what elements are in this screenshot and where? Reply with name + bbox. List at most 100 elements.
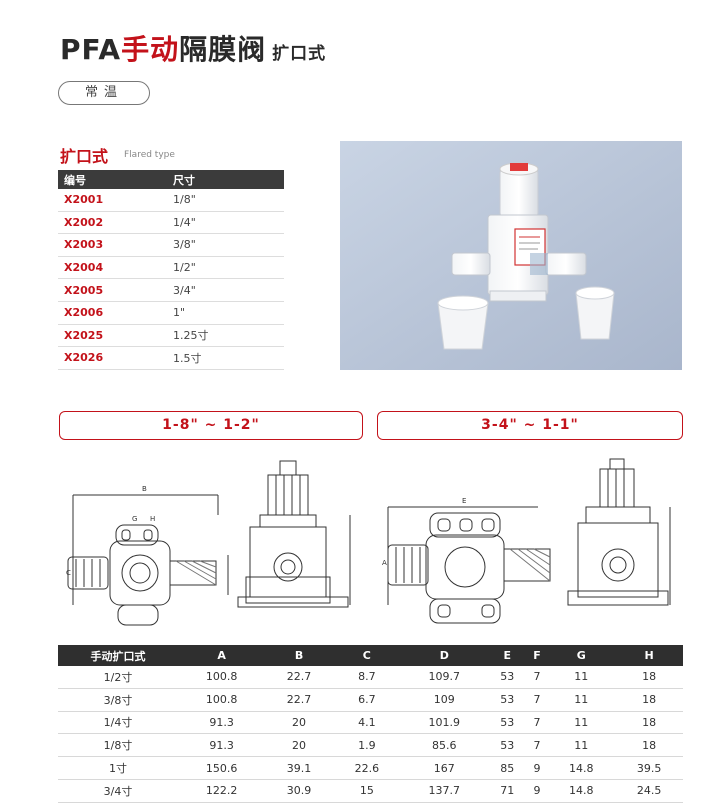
product-size: 1/8" bbox=[167, 189, 284, 212]
product-code: X2006 bbox=[58, 301, 167, 325]
table-cell: 100.8 bbox=[178, 688, 266, 712]
table-cell: 101.9 bbox=[400, 711, 488, 735]
product-size: 1.5寸 bbox=[167, 346, 284, 370]
product-code: X2002 bbox=[58, 211, 167, 235]
table-cell: 9 bbox=[526, 779, 548, 803]
product-size: 3/4" bbox=[167, 278, 284, 302]
technical-drawing-small: B G H C bbox=[66, 460, 351, 626]
column-header: G bbox=[547, 645, 616, 666]
table-cell: 1/2寸 bbox=[58, 666, 178, 689]
column-header: A bbox=[178, 645, 266, 666]
table-cell: 1.9 bbox=[332, 733, 401, 758]
section-heading-flared: 扩口式 bbox=[60, 147, 109, 166]
table-cell: 11 bbox=[547, 711, 616, 735]
table-cell: 11 bbox=[547, 666, 616, 689]
table-cell: 71 bbox=[487, 779, 527, 803]
table-cell: 100.8 bbox=[178, 666, 266, 689]
dim-label-a: A bbox=[382, 559, 387, 567]
column-header: E bbox=[487, 645, 527, 666]
table-cell: 39.1 bbox=[265, 756, 333, 780]
table-cell: 22.6 bbox=[332, 756, 401, 780]
table-cell: 109.7 bbox=[400, 666, 488, 689]
product-photo bbox=[340, 141, 682, 370]
column-header: 手动扩口式 bbox=[58, 645, 178, 666]
table-cell: 53 bbox=[487, 733, 527, 758]
title-pfa: PFA bbox=[60, 33, 122, 66]
table-cell: 85.6 bbox=[400, 733, 488, 758]
table-cell: 91.3 bbox=[178, 711, 266, 735]
table-cell: 167 bbox=[400, 756, 488, 780]
table-cell: 18 bbox=[615, 666, 683, 689]
table-cell: 85 bbox=[487, 756, 527, 780]
table-cell: 7 bbox=[526, 688, 548, 712]
product-code: X2026 bbox=[58, 346, 167, 370]
product-code: X2003 bbox=[58, 233, 167, 257]
product-size: 1" bbox=[167, 301, 284, 325]
table-cell: 15 bbox=[332, 779, 401, 803]
table-cell: 1/4寸 bbox=[58, 711, 178, 735]
table-cell: 7 bbox=[526, 711, 548, 735]
table-cell: 14.8 bbox=[547, 779, 616, 803]
table-cell: 20 bbox=[265, 733, 333, 758]
product-size: 1/2" bbox=[167, 256, 284, 280]
column-header-code: 编号 bbox=[58, 170, 167, 189]
table-cell: 150.6 bbox=[178, 756, 266, 780]
valve-photo-illustration bbox=[340, 141, 682, 370]
table-cell: 122.2 bbox=[178, 779, 266, 803]
table-cell: 9 bbox=[526, 756, 548, 780]
table-cell: 30.9 bbox=[265, 779, 333, 803]
dim-label-e: E bbox=[462, 497, 466, 505]
table-cell: 137.7 bbox=[400, 779, 488, 803]
column-header: H bbox=[615, 645, 683, 666]
dim-label-b: B bbox=[142, 485, 147, 493]
section-subheading-flared: Flared type bbox=[124, 150, 175, 160]
table-cell: 22.7 bbox=[265, 688, 333, 712]
technical-drawing-large: E A bbox=[382, 458, 671, 624]
dim-label-h: H bbox=[150, 515, 155, 523]
table-cell: 18 bbox=[615, 733, 683, 758]
table-cell: 3/4寸 bbox=[58, 779, 178, 803]
title-diaphragm-valve: 隔膜阀 bbox=[179, 33, 267, 66]
table-cell: 7 bbox=[526, 733, 548, 758]
column-header: C bbox=[332, 645, 401, 666]
table-cell: 18 bbox=[615, 711, 683, 735]
table-cell: 8.7 bbox=[332, 666, 401, 689]
product-size: 3/8" bbox=[167, 233, 284, 257]
table-cell: 3/8寸 bbox=[58, 688, 178, 712]
table-cell: 1/8寸 bbox=[58, 733, 178, 758]
temperature-badge: 常温 bbox=[58, 81, 150, 105]
range-label-small: 1-8" ~ 1-2" bbox=[59, 411, 363, 440]
table-cell: 11 bbox=[547, 688, 616, 712]
product-code: X2005 bbox=[58, 278, 167, 302]
table-cell: 53 bbox=[487, 666, 527, 689]
table-cell: 39.5 bbox=[615, 756, 683, 780]
page-title: PFA手动隔膜阀扩口式 bbox=[60, 28, 326, 68]
dim-label-c: C bbox=[66, 569, 71, 577]
size-table-header: 编号 尺寸 bbox=[58, 170, 284, 189]
product-size: 1/4" bbox=[167, 211, 284, 235]
table-cell: 6.7 bbox=[332, 688, 401, 712]
table-cell: 53 bbox=[487, 688, 527, 712]
table-cell: 7 bbox=[526, 666, 548, 689]
table-cell: 109 bbox=[400, 688, 488, 712]
table-cell: 53 bbox=[487, 711, 527, 735]
table-cell: 20 bbox=[265, 711, 333, 735]
title-manual: 手动 bbox=[121, 33, 180, 66]
table-cell: 18 bbox=[615, 688, 683, 712]
column-header: F bbox=[526, 645, 548, 666]
table-cell: 1寸 bbox=[58, 756, 178, 780]
table-cell: 22.7 bbox=[265, 666, 333, 689]
column-header: B bbox=[265, 645, 333, 666]
table-cell: 4.1 bbox=[332, 711, 401, 735]
